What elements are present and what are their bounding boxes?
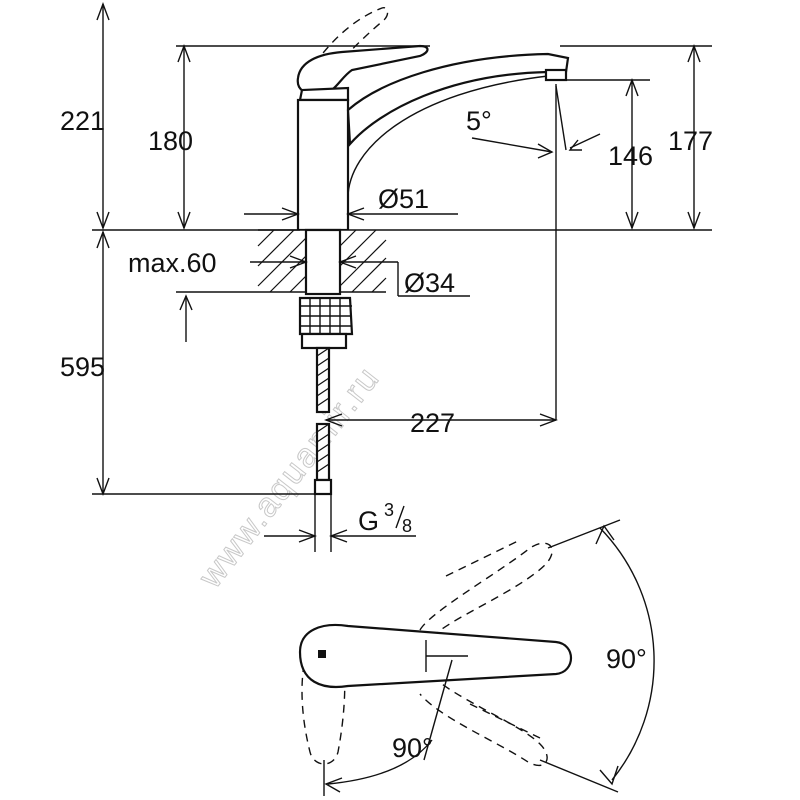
lever-plan-view xyxy=(298,519,655,796)
spout-lower-curve xyxy=(347,75,549,199)
dim-total-height: 221 xyxy=(60,106,105,136)
dim-connection-thread: G 3 8 xyxy=(358,500,412,536)
lever-indicator xyxy=(318,650,326,658)
dim-hose-length: 595 xyxy=(60,352,105,382)
dim-spout-outlet-height: 146 xyxy=(608,141,653,171)
faucet-elevation xyxy=(296,7,570,232)
dim-spout-total-height: 177 xyxy=(668,126,713,156)
dim-body-height: 180 xyxy=(148,126,193,156)
svg-text:8: 8 xyxy=(402,516,412,536)
svg-text:3: 3 xyxy=(384,500,394,520)
cartridge-cap xyxy=(298,86,350,102)
watermark: www.aquamir.ru xyxy=(190,358,388,596)
dim-lever-angle-right: 90° xyxy=(606,644,647,674)
countertop-hatching xyxy=(257,229,387,293)
mounting-shank xyxy=(304,228,342,296)
dim-hole-diameter: Ø34 xyxy=(404,268,455,298)
dim-lever-angle-bottom: 90° xyxy=(392,733,433,763)
faucet-body xyxy=(296,98,350,232)
dim-spout-reach: 227 xyxy=(410,408,455,438)
svg-text:www.aquamir.ru: www.aquamir.ru xyxy=(191,359,388,596)
countertop-section xyxy=(257,228,387,496)
lever-ghost-upper xyxy=(419,542,553,635)
dimension-lines xyxy=(92,2,712,552)
lever-ghost-lower xyxy=(419,675,548,767)
countertop-left xyxy=(258,230,306,292)
spout-outlet xyxy=(544,68,568,82)
dim-counter-thickness: max.60 xyxy=(128,248,217,278)
supply-hoses xyxy=(313,346,333,496)
mounting-nut xyxy=(298,296,354,350)
spout-outline xyxy=(346,52,570,147)
svg-text:G: G xyxy=(358,506,379,536)
dim-spout-angle: 5° xyxy=(466,106,492,136)
dim-body-diameter: Ø51 xyxy=(378,184,429,214)
dimension-labels: 221 180 177 146 5° Ø51 max.60 Ø34 595 22… xyxy=(60,106,713,536)
plan-dimension-labels: 90° 90° xyxy=(392,644,647,763)
